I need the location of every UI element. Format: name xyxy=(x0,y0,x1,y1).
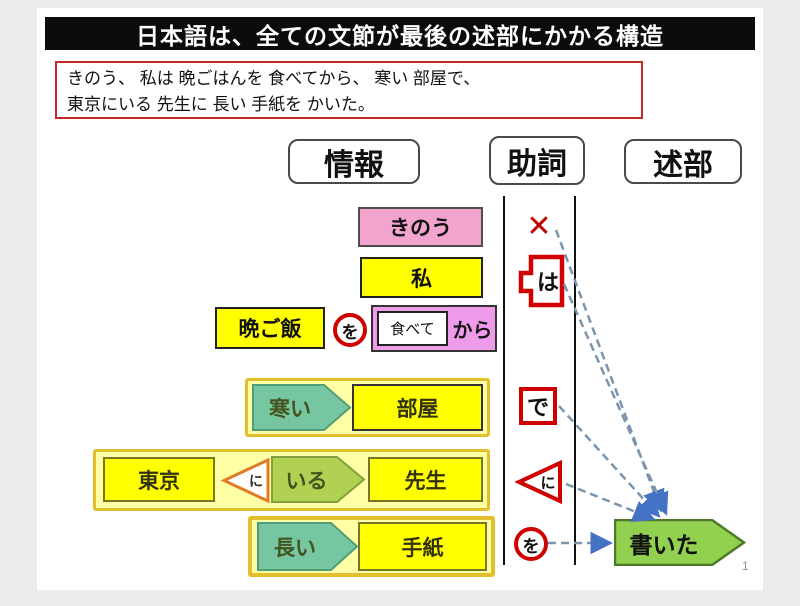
inner-particle-ni-triangle: に xyxy=(220,458,270,503)
info-box-kinou-label: きのう xyxy=(389,217,452,240)
info-box-watashi: 私 xyxy=(360,257,483,298)
example-sentence-line2: 東京にいる 先生に 長い 手紙を かいた。 xyxy=(67,94,375,114)
example-sentence-line1: きのう、 私は 晩ごはんを 食べてから、 寒い 部屋で、 xyxy=(67,69,481,88)
header-info: 情報 xyxy=(288,139,420,184)
page-number: 1 xyxy=(742,559,749,573)
header-predicate-label: 述部 xyxy=(653,148,713,182)
particle-wo-label-1: を xyxy=(341,322,359,342)
predicate-arrow-kaita: 書いた xyxy=(614,519,746,566)
divider-line-right xyxy=(574,196,576,565)
info-box-tokyo: 東京 xyxy=(103,457,215,502)
info-box-watashi-label: 私 xyxy=(411,267,432,291)
particle-wa-tag: は xyxy=(517,254,569,308)
particle-wa-label: は xyxy=(536,270,559,295)
verb-box-tabete: 食べて xyxy=(377,311,448,346)
predicate-kaita-label: 書いた xyxy=(629,531,699,558)
info-box-sensei-label: 先生 xyxy=(404,469,447,493)
example-sentence-box: きのう、 私は 晩ごはんを 食べてから、 寒い 部屋で、 東京にいる 先生に 長… xyxy=(55,61,643,119)
modifier-arrow-samui: 寒い xyxy=(252,384,352,431)
right-arrow-shape-icon xyxy=(271,456,366,503)
modifier-arrow-nagai: 長い xyxy=(257,522,359,571)
info-box-bangohan-label: 晩ご飯 xyxy=(238,318,302,341)
modifier-nagai-label: 長い xyxy=(274,536,316,560)
particle-de-label: で xyxy=(526,395,549,420)
header-info-label: 情報 xyxy=(324,148,384,182)
info-box-tokyo-label: 東京 xyxy=(138,469,180,493)
modifier-iru-label: いる xyxy=(285,469,328,493)
info-box-tegami-label: 手紙 xyxy=(401,536,444,560)
info-box-kinou: きのう xyxy=(358,207,483,247)
header-particle: 助詞 xyxy=(489,136,585,185)
no-particle-x-glyph: ✕ xyxy=(526,209,552,243)
particle-de-square: で xyxy=(519,387,557,425)
verb-tabete-label: 食べて xyxy=(390,321,435,338)
conjunction-kara: から xyxy=(452,320,493,342)
divider-line-left xyxy=(503,196,505,565)
modifier-arrow-iru: いる xyxy=(271,456,366,503)
right-arrow-shape-icon xyxy=(252,384,352,431)
info-box-tegami: 手紙 xyxy=(358,522,487,571)
slide-title-bar: 日本語は、全ての文節が最後の述部にかかる構造 xyxy=(45,17,755,50)
info-box-sensei: 先生 xyxy=(368,457,483,502)
info-box-bangohan: 晩ご飯 xyxy=(215,307,325,349)
particle-ni-label: に xyxy=(540,474,556,492)
modifier-samui-label: 寒い xyxy=(269,397,311,421)
info-box-heya-label: 部屋 xyxy=(396,397,439,421)
left-triangle-orange-icon xyxy=(220,458,270,503)
inner-particle-ni-label: に xyxy=(249,472,263,489)
no-particle-x-icon: ✕ xyxy=(520,206,558,246)
particle-wo-label-2: を xyxy=(522,536,540,556)
header-predicate: 述部 xyxy=(624,139,742,184)
slide-title: 日本語は、全ての文節が最後の述部にかかる構造 xyxy=(136,22,664,49)
right-arrow-shape-icon xyxy=(614,519,746,566)
particle-wo-circle-1: を xyxy=(333,313,367,347)
particle-wo-circle-2: を xyxy=(514,527,548,561)
particle-ni-triangle: に xyxy=(515,460,563,504)
info-box-heya: 部屋 xyxy=(352,384,483,431)
right-arrow-shape-icon xyxy=(257,522,359,571)
header-particle-label: 助詞 xyxy=(507,147,567,181)
